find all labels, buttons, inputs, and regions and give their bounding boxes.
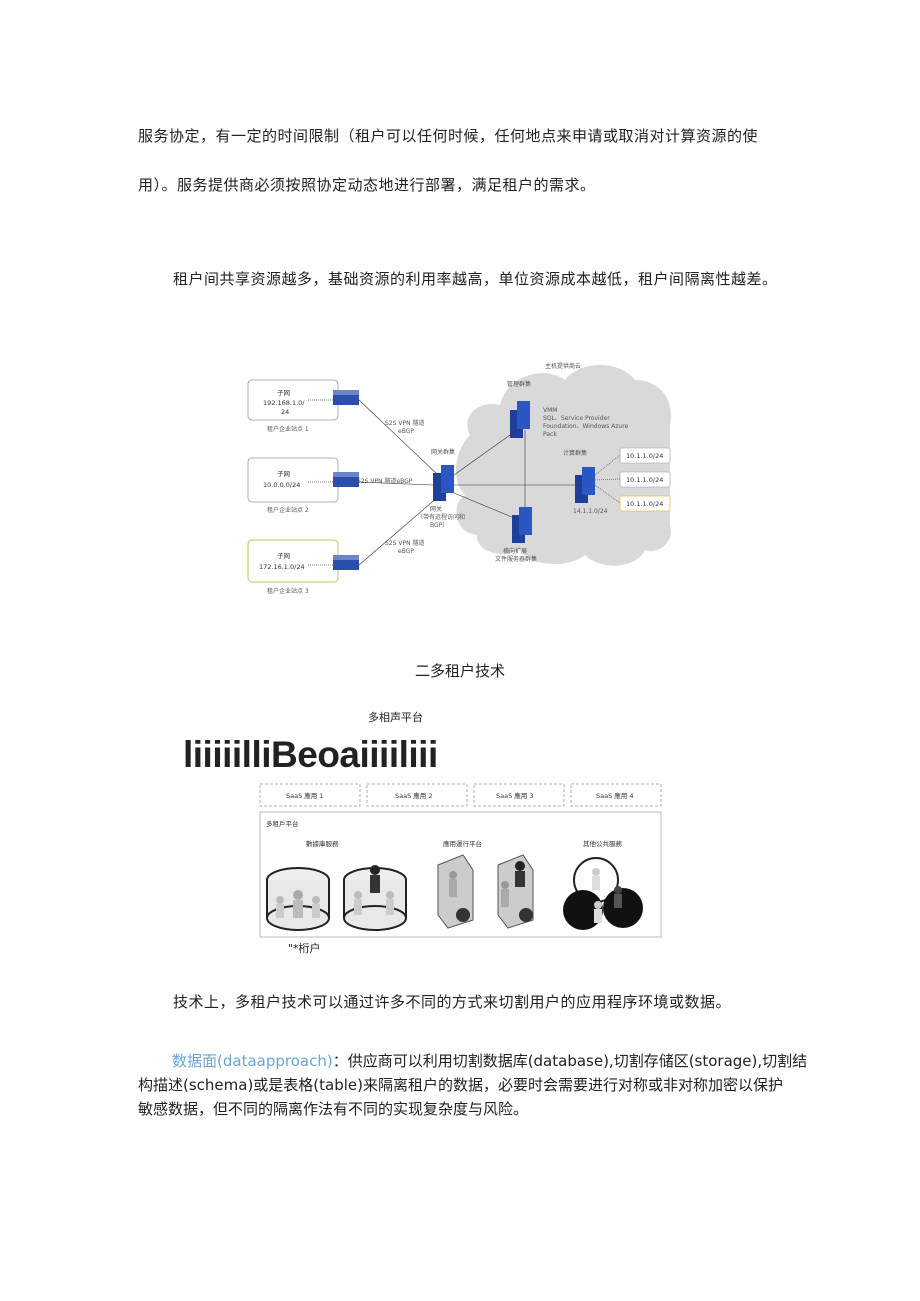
fileserver-label: 横向扩展	[503, 547, 527, 555]
gateway-cluster-label: 网关群集	[431, 448, 455, 456]
compute-cluster-label: 计算群集	[563, 449, 587, 457]
vpn-label: S2S VPN 隧道	[385, 419, 424, 427]
vmm-text: Foundation、Windows Azure	[543, 423, 629, 430]
mgmt-cluster-label: 管理群集	[507, 380, 531, 388]
gateway-label: BGP）	[430, 522, 448, 529]
section-heading: 二多租户技术	[414, 662, 505, 680]
figure-caption: 多相声平台	[368, 711, 423, 724]
figure-footer: "*桁户	[288, 942, 321, 955]
router-icon	[333, 472, 359, 487]
mgmt-server-icon	[510, 401, 530, 438]
fileserver-icon	[512, 507, 532, 543]
gateway-label: 网关	[430, 505, 442, 513]
site-name: 租户企业站点 3	[267, 587, 309, 595]
subnet-value: 10.0.0.0/24	[263, 481, 300, 489]
compute-server-icon	[575, 467, 595, 503]
vm-subnet-box: 10.1.1.0/24	[619, 471, 671, 488]
term-highlight: 数据面(dataapproach)	[172, 1052, 333, 1070]
site-name: 租户企业站点 1	[267, 425, 309, 433]
group-label: 應用運行平台	[443, 839, 482, 848]
saas-app-box: SaaS 應用 3	[473, 783, 565, 807]
paragraph-line: 数据面(dataapproach)：供应商可以利用切割数据库(database)…	[138, 1049, 807, 1073]
gateway-server-icon	[433, 465, 454, 501]
app-runtime-icon	[437, 854, 474, 929]
router-icon	[333, 555, 359, 570]
vpn-proto: eBGP	[398, 428, 414, 435]
saas-app-box: SaaS 應用 2	[366, 783, 468, 807]
vmm-text: VMM	[543, 407, 557, 414]
gateway-label: （带有远程访问和	[417, 513, 465, 521]
paragraph-line: 敏感数据，但不同的隔离作法有不同的实现复杂度与风险。	[138, 1100, 529, 1118]
figure-big-title: liiiiilliBeoaiiiiliii	[183, 734, 438, 775]
host-cloud	[455, 365, 671, 566]
saas-app-label: SaaS 應用 1	[286, 791, 324, 800]
database-icon	[266, 867, 330, 931]
saas-app-label: SaaS 應用 4	[596, 791, 634, 800]
vm-subnet: 10.1.1.0/24	[626, 452, 663, 460]
router-icon	[333, 390, 359, 405]
vpn-label: S2S VPN 隧道	[385, 539, 424, 547]
cloud-label: 主机提供商云	[545, 362, 581, 370]
paragraph-line: 服务协定，有一定的时间限制（租户可以任何时候，任何地点来申请或取消对计算资源的使	[138, 127, 759, 145]
subnet-value: 172.16.1.0/24	[259, 563, 305, 571]
subnet-value: 192.168.1.0/	[263, 399, 305, 407]
subnet-title: 子网	[277, 552, 290, 560]
paragraph-text: ：供应商可以利用切割数据库(database),切割存储区(storage),切…	[332, 1052, 808, 1070]
subnet-title: 子网	[277, 389, 290, 397]
paragraph-line: 构描述(schema)或是表格(table)来隔离租户的数据，必要时会需要进行对…	[138, 1076, 784, 1094]
saas-app-label: SaaS 應用 2	[395, 791, 433, 800]
group-label: 數據庫服務	[306, 839, 339, 848]
multitenant-platform-diagram: SaaS 應用 1 SaaS 應用 2 SaaS 應用 3 SaaS 應用 4 …	[259, 783, 662, 938]
paragraph: 技术上，多租户技术可以通过许多不同的方式来切割用户的应用程序环境或数据。	[173, 993, 732, 1011]
vm-subnet-box: 10.1.1.0/24	[619, 447, 671, 464]
paragraph: 租户间共享资源越多，基础资源的利用率越高，单位资源成本越低，租户间隔离性越差。	[173, 270, 778, 288]
tenant-site-2: 子网 10.0.0.0/24 租户企业站点 2	[247, 457, 339, 514]
vm-subnet: 10.1.1.0/24	[626, 476, 663, 484]
vpn-proto: eBGP	[398, 548, 414, 555]
fileserver-label: 文件服务器群集	[495, 555, 537, 563]
site-name: 租户企业站点 2	[267, 506, 309, 514]
saas-app-box: SaaS 應用 4	[570, 783, 662, 807]
saas-app-box: SaaS 應用 1	[259, 783, 361, 807]
vmm-text: SQL、Service Provider	[543, 415, 610, 422]
group-label: 其他公共服務	[583, 839, 623, 848]
platform-label: 多租戶平台	[266, 819, 299, 828]
paragraph-line: 用）。服务提供商必须按照协定动态地进行部署，满足租户的需求。	[138, 176, 596, 194]
vm-subnet: 10.1.1.0/24	[626, 500, 663, 508]
saas-app-label: SaaS 應用 3	[496, 791, 534, 800]
vm-subnet-box: 10.1.1.0/24	[619, 495, 671, 512]
public-service-icon	[563, 857, 643, 930]
compute-subnet: 14.1.1.0/24	[573, 508, 608, 515]
subnet-value: 24	[281, 408, 289, 416]
tenant-site-3: 子网 172.16.1.0/24 租户企业站点 3	[247, 539, 339, 595]
database-icon	[343, 865, 407, 931]
app-runtime-icon	[497, 854, 534, 929]
subnet-title: 子网	[277, 470, 290, 478]
network-diagram: 主机提供商云 子网 192.168.1.0/ 24 租户企业站点 1 子网 10…	[247, 362, 671, 595]
paragraph-data-approach: 数据面(dataapproach)：供应商可以利用切割数据库(database)…	[138, 1049, 807, 1121]
tenant-site-1: 子网 192.168.1.0/ 24 租户企业站点 1	[247, 379, 339, 433]
vpn-label: S2S VPN 隧道eBGP	[357, 477, 413, 485]
vmm-text: Pack	[543, 431, 557, 438]
